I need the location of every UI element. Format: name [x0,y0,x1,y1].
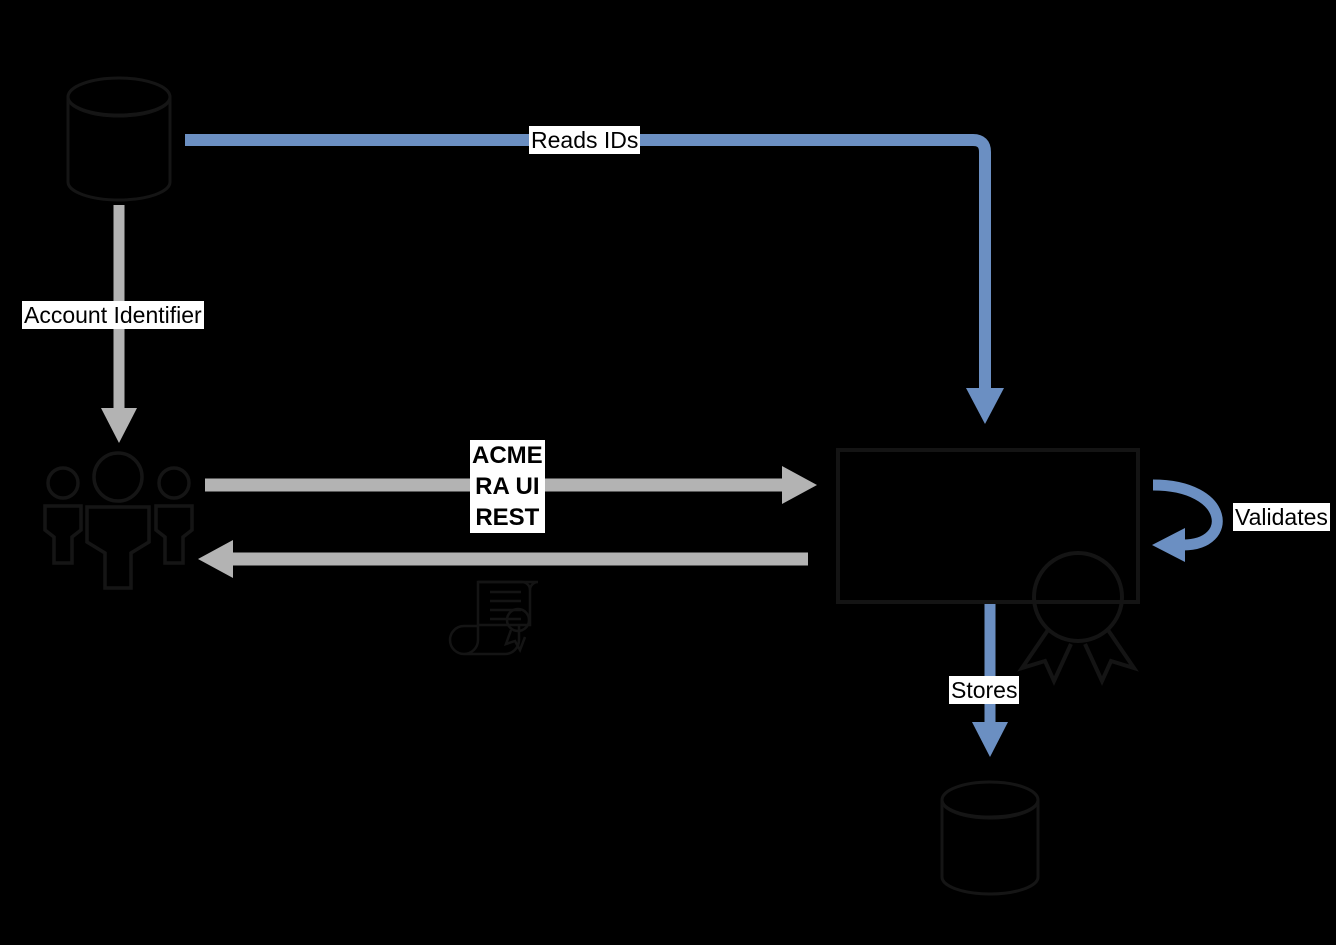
edge-label-reads-ids: Reads IDs [529,126,641,154]
edge-response [198,540,808,578]
edge-label-validates: Validates [1233,503,1330,531]
edge-label-account-identifier: Account Identifier [22,301,204,329]
edge-label-stores: Stores [949,676,1020,704]
edge-reads-ids [185,134,1004,424]
certificate-icon [448,580,539,656]
acme-label-line-3: REST [475,504,540,531]
target-database-icon [940,780,1040,896]
edge-validates [1152,479,1223,562]
source-database-icon [66,76,172,202]
acme-ra-service-box [836,448,1140,604]
acme-label-line-2: RA UI [475,473,540,500]
edge-label-acme-ra-ui-rest: ACME RA UI REST [470,440,545,533]
acme-label-line-1: ACME [472,442,543,469]
users-group-icon [43,451,194,590]
award-seal-icon [1017,551,1139,686]
